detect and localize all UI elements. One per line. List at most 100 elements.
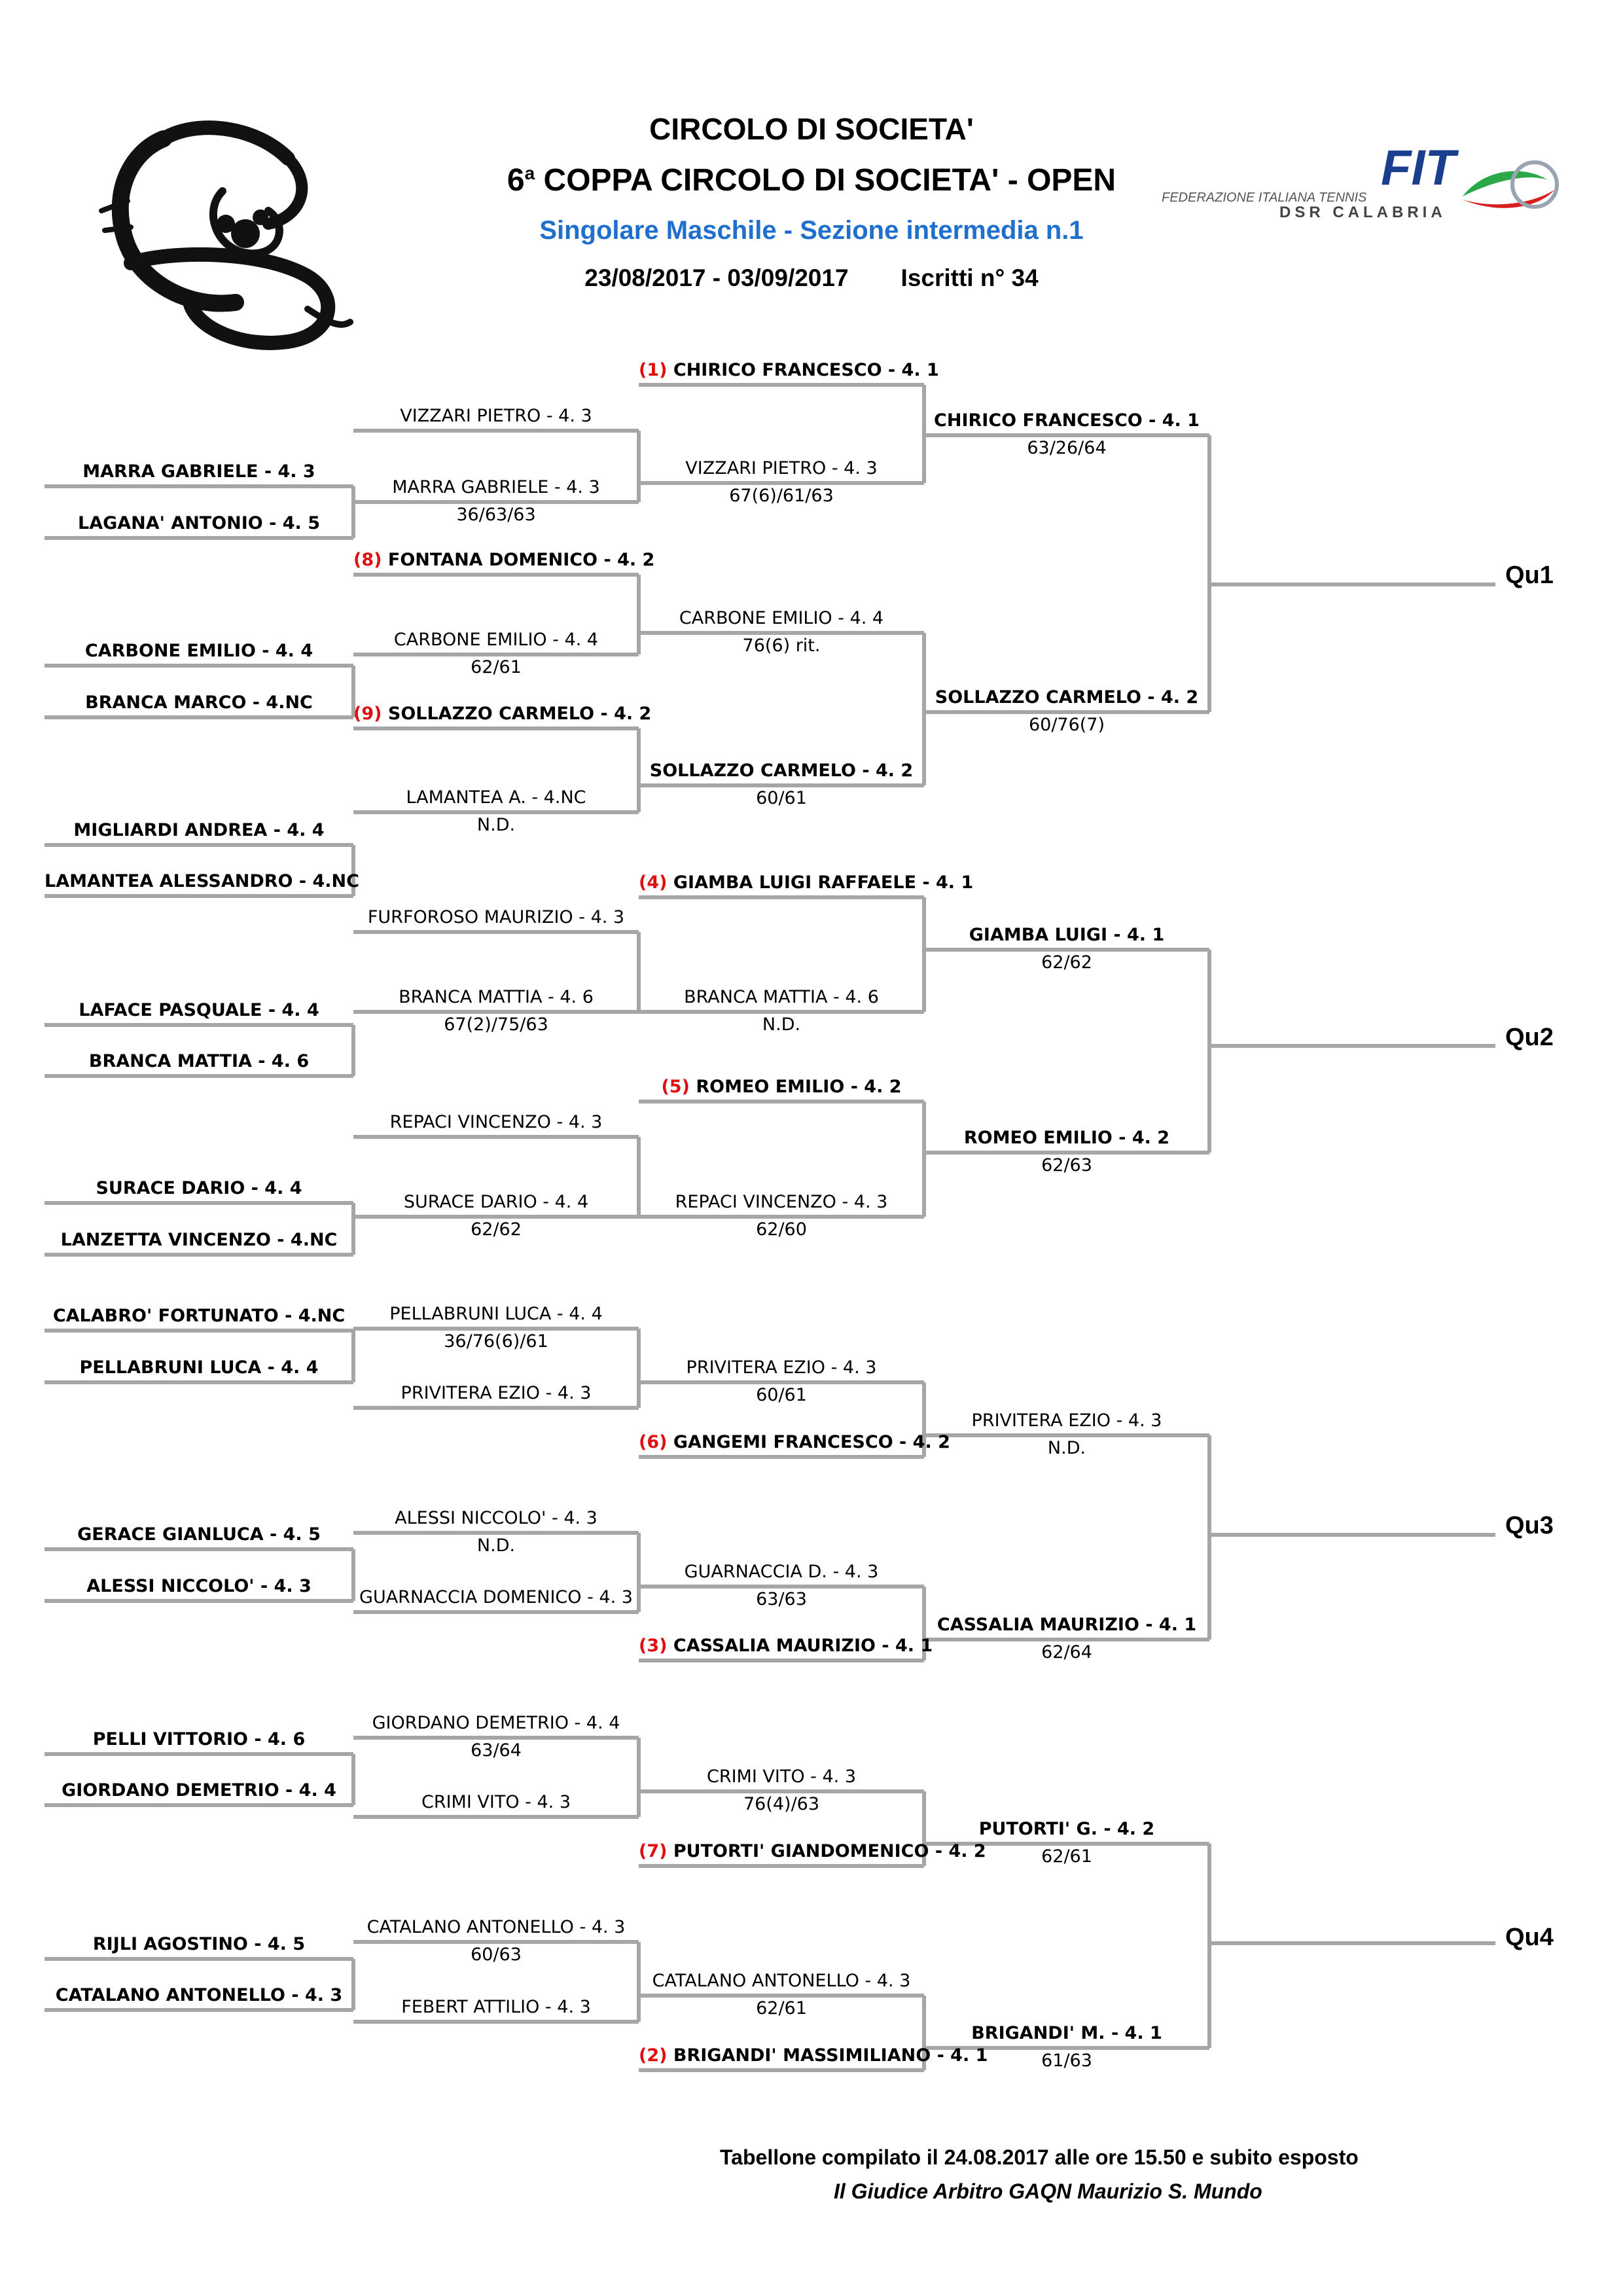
match-score: 36/63/63	[456, 505, 536, 525]
player-name: LAGANA' ANTONIO - 4. 5	[77, 513, 320, 533]
match-score: 62/64	[1041, 1642, 1092, 1662]
player-name: SOLLAZZO CARMELO - 4. 2	[649, 761, 914, 781]
player-name: ALESSI NICCOLO' - 4. 3	[86, 1576, 312, 1596]
player-name: CARBONE EMILIO - 4. 4	[679, 608, 884, 628]
player-name: PRIVITERA EZIO - 4. 3	[686, 1357, 877, 1378]
round1-player: GIORDANO DEMETRIO - 4. 4	[45, 1779, 353, 1803]
round2-player: REPACI VINCENZO - 4. 3	[353, 1111, 639, 1134]
round4-player: SOLLAZZO CARMELO - 4. 2	[924, 686, 1209, 709]
match-score: 62/62	[1041, 952, 1092, 973]
match-score: 63/63	[756, 1589, 807, 1609]
player-name: GUARNACCIA D. - 4. 3	[684, 1562, 879, 1582]
player-name: BRIGANDI' MASSIMILIANO - 4. 1	[673, 2045, 988, 2066]
player-name: FURFOROSO MAURIZIO - 4. 3	[367, 907, 625, 927]
round3-player: REPACI VINCENZO - 4. 3	[639, 1191, 924, 1214]
club-title: CIRCOLO DI SOCIETA'	[649, 112, 974, 146]
player-name: REPACI VINCENZO - 4. 3	[389, 1112, 603, 1132]
round3-player: (6) GANGEMI FRANCESCO - 4. 2	[639, 1431, 950, 1454]
round1-player: SURACE DARIO - 4. 4	[45, 1177, 353, 1200]
round4-player: CASSALIA MAURIZIO - 4. 1	[924, 1613, 1209, 1637]
footer-referee: Il Giudice Arbitro GAQN Maurizio S. Mund…	[834, 2179, 1262, 2203]
round3-player: (3) CASSALIA MAURIZIO - 4. 1	[639, 1634, 933, 1658]
player-name: SOLLAZZO CARMELO - 4. 2	[935, 687, 1199, 708]
round1-player: CARBONE EMILIO - 4. 4	[45, 639, 353, 663]
match-score: 76(4)/63	[743, 1794, 820, 1814]
match-score: N.D.	[476, 815, 516, 835]
round2-player: GUARNACCIA DOMENICO - 4. 3	[353, 1586, 639, 1609]
round2-player: PRIVITERA EZIO - 4. 3	[353, 1382, 639, 1405]
player-name: PRIVITERA EZIO - 4. 3	[401, 1383, 592, 1403]
round2-player: FEBERT ATTILIO - 4. 3	[353, 1996, 639, 2019]
round1-player: CATALANO ANTONELLO - 4. 3	[45, 1984, 353, 2007]
player-name: GERACE GIANLUCA - 4. 5	[77, 1524, 321, 1545]
match-score: 63/64	[471, 1740, 522, 1761]
round1-player: MIGLIARDI ANDREA - 4. 4	[45, 819, 353, 842]
match-score: 62/61	[471, 657, 522, 677]
round2-player: MARRA GABRIELE - 4. 3	[353, 476, 639, 499]
round2-player: ALESSI NICCOLO' - 4. 3	[353, 1507, 639, 1530]
player-name: SURACE DARIO - 4. 4	[96, 1178, 302, 1198]
player-name: GUARNACCIA DOMENICO - 4. 3	[359, 1587, 633, 1607]
round2-player: (9) SOLLAZZO CARMELO - 4. 2	[353, 702, 651, 726]
round1-player: MARRA GABRIELE - 4. 3	[45, 460, 353, 484]
round1-player: PELLI VITTORIO - 4. 6	[45, 1728, 353, 1751]
svg-text:DSR CALABRIA: DSR CALABRIA	[1279, 204, 1446, 221]
match-score: N.D.	[476, 1535, 516, 1556]
round2-player: CRIMI VITO - 4. 3	[353, 1791, 639, 1814]
player-name: ALESSI NICCOLO' - 4. 3	[395, 1508, 597, 1528]
entrants-count: Iscritti n° 34	[901, 264, 1039, 291]
round3-player: CATALANO ANTONELLO - 4. 3	[639, 1969, 924, 1993]
player-name: MARRA GABRIELE - 4. 3	[82, 461, 315, 482]
player-name: VIZZARI PIETRO - 4. 3	[400, 406, 592, 426]
match-score: 60/61	[756, 1385, 807, 1405]
round3-player: CARBONE EMILIO - 4. 4	[639, 607, 924, 630]
footer-compiled: Tabellone compilato il 24.08.2017 alle o…	[720, 2145, 1359, 2169]
qualifier-label-3: Qu3	[1505, 1512, 1554, 1539]
round3-player: (2) BRIGANDI' MASSIMILIANO - 4. 1	[639, 2044, 988, 2068]
player-name: LAMANTEA A. - 4.NC	[406, 787, 586, 808]
round2-player: FURFOROSO MAURIZIO - 4. 3	[353, 906, 639, 929]
player-name: CASSALIA MAURIZIO - 4. 1	[936, 1615, 1197, 1635]
player-name: CRIMI VITO - 4. 3	[421, 1792, 571, 1812]
round2-player: LAMANTEA A. - 4.NC	[353, 786, 639, 810]
seed-number: (5)	[661, 1077, 690, 1097]
seed-number: (4)	[639, 872, 668, 893]
round3-player: (7) PUTORTI' GIANDOMENICO - 4. 2	[639, 1840, 986, 1863]
player-name: GIORDANO DEMETRIO - 4. 4	[62, 1780, 336, 1801]
player-name: BRANCA MATTIA - 4. 6	[88, 1051, 310, 1071]
round4-player: GIAMBA LUIGI - 4. 1	[924, 924, 1209, 947]
seed-number: (1)	[639, 360, 668, 380]
round3-player: (5) ROMEO EMILIO - 4. 2	[639, 1075, 924, 1099]
player-name: REPACI VINCENZO - 4. 3	[675, 1192, 888, 1212]
match-score: 61/63	[1041, 2051, 1092, 2071]
player-name: MIGLIARDI ANDREA - 4. 4	[73, 820, 325, 840]
svg-text:FEDERAZIONE ITALIANA TENNIS: FEDERAZIONE ITALIANA TENNIS	[1162, 190, 1367, 205]
player-name: GIAMBA LUIGI RAFFAELE - 4. 1	[673, 872, 974, 893]
round3-player: PRIVITERA EZIO - 4. 3	[639, 1356, 924, 1380]
round2-player: BRANCA MATTIA - 4. 6	[353, 986, 639, 1009]
round3-player: GUARNACCIA D. - 4. 3	[639, 1560, 924, 1584]
round4-player: ROMEO EMILIO - 4. 2	[924, 1126, 1209, 1150]
player-name: SOLLAZZO CARMELO - 4. 2	[387, 704, 652, 724]
player-name: BRANCA MARCO - 4.NC	[85, 692, 313, 713]
match-score: 60/63	[471, 1945, 522, 1965]
player-name: PRIVITERA EZIO - 4. 3	[971, 1410, 1162, 1431]
player-name: PELLABRUNI LUCA - 4. 4	[389, 1304, 603, 1324]
player-name: LAFACE PASQUALE - 4. 4	[79, 1000, 319, 1020]
match-score: 62/61	[756, 1998, 807, 2018]
player-name: SURACE DARIO - 4. 4	[403, 1192, 589, 1212]
round4-player: PRIVITERA EZIO - 4. 3	[924, 1409, 1209, 1433]
player-name: CARBONE EMILIO - 4. 4	[393, 630, 599, 650]
player-name: PUTORTI' G. - 4. 2	[978, 1819, 1155, 1839]
player-name: PUTORTI' GIANDOMENICO - 4. 2	[673, 1841, 986, 1861]
round3-player: CRIMI VITO - 4. 3	[639, 1765, 924, 1789]
round2-player: CARBONE EMILIO - 4. 4	[353, 628, 639, 652]
match-score: 67(2)/75/63	[444, 1014, 548, 1035]
round2-player: GIORDANO DEMETRIO - 4. 4	[353, 1712, 639, 1735]
player-name: GIAMBA LUIGI - 4. 1	[969, 925, 1165, 945]
match-score: 63/26/64	[1027, 438, 1107, 458]
round3-player: BRANCA MATTIA - 4. 6	[639, 986, 924, 1009]
round4-player: CHIRICO FRANCESCO - 4. 1	[924, 409, 1209, 433]
